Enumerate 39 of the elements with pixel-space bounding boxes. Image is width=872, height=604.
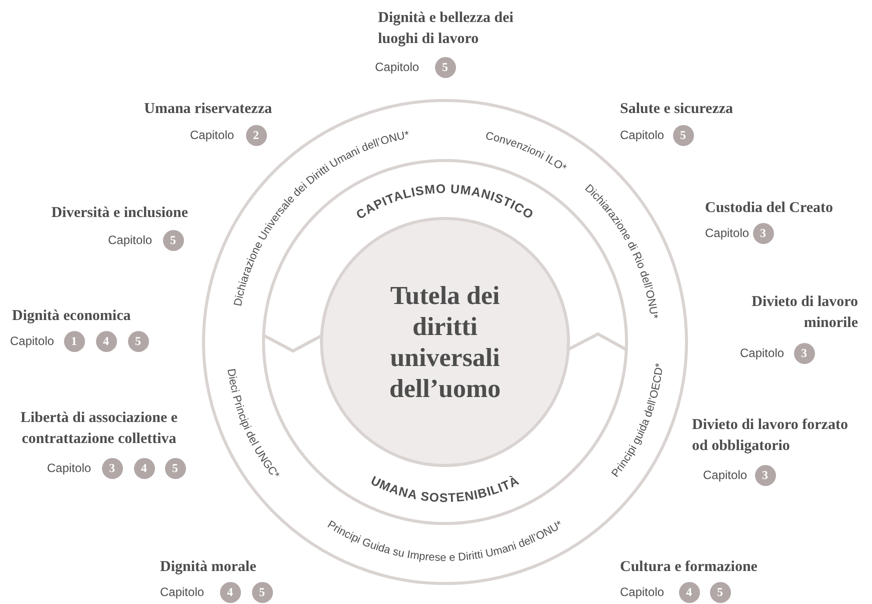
topic-title: Umana riservatezza [143,100,272,119]
chapter-badge: 5 [128,330,148,352]
center-title: Tutela dei diritti universali dell’uomo [388,280,502,404]
chapter-label: Capitolo [620,585,664,599]
chapter-label: Capitolo [10,334,54,348]
chapter-label: Capitolo [375,60,420,74]
chapter-badge: 4 [134,458,154,478]
chapter-badge: 1 [64,330,84,352]
topic-title: Dignità economica [12,307,132,326]
chapter-badge: 3 [794,342,814,364]
chapter-label: Capitolo [705,226,750,240]
chapter-badge: 3 [102,458,122,478]
chapter-badge: 3 [752,222,774,244]
topic-title: Dignità morale [160,558,258,577]
chapter-badge: 3 [754,464,776,486]
chapter-badge: 5 [710,582,730,602]
chapter-label: Capitolo [108,233,152,247]
chapter-badge: 5 [672,124,694,146]
chapter-badge: 4 [220,582,240,602]
chapter-badge: 5 [434,56,456,78]
chapter-badge: 5 [162,230,184,250]
chapter-label: Capitolo [740,346,784,360]
chapter-badge: 5 [252,582,272,602]
chapter-badge: 4 [96,330,116,352]
topic-title: Divieto di lavoro forzato od obbligatorio [692,416,849,456]
chapter-label: Capitolo [47,461,92,475]
topic-title: Diversità e inclusione [50,204,188,223]
topic-title: Libertà di associazione e contrattazione collettiva [19,409,179,449]
chapter-label: Capitolo [703,468,748,482]
topic-title: Custodia del Creato [705,199,834,218]
chapter-badge: 5 [164,458,186,478]
chapter-label: Capitolo [160,585,204,599]
chapter-label: Capitolo [620,128,664,142]
chapter-label: Capitolo [190,128,234,142]
chapter-badge: 4 [678,582,700,602]
topic-title: Dignità e bellezza dei luoghi di lavoro [378,9,514,49]
topic-title: Salute e sicurezza [620,100,734,119]
topic-title: Divieto di lavoro minorile [750,293,858,333]
topic-title: Cultura e formazione [620,558,758,577]
